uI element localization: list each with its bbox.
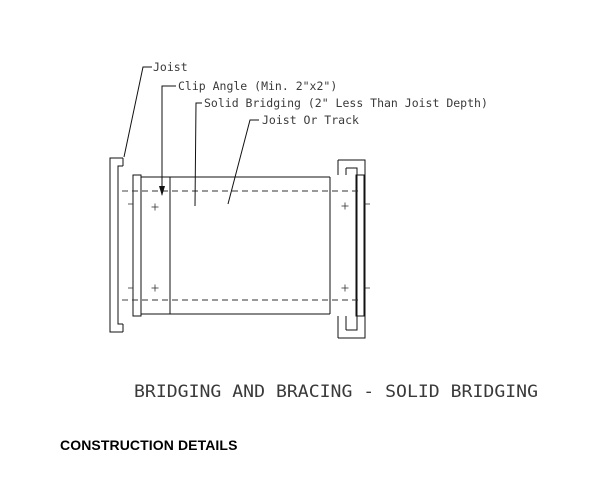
joist-or-track-leader (227, 119, 259, 205)
label-solid-bridging: Solid Bridging (2" Less Than Joist Depth… (204, 96, 488, 110)
left-joist-profile (109, 157, 124, 333)
solid-bridging-leader (194, 102, 202, 207)
fastener-marks (151, 202, 349, 292)
joist-leader (123, 66, 152, 158)
screw-mark (151, 203, 159, 211)
footer-caption: CONSTRUCTION DETAILS (60, 437, 238, 453)
clip-angle-leader (161, 85, 176, 195)
leader-lines (123, 66, 259, 207)
solid-bridging-block (141, 176, 331, 315)
label-joist-or-track: Joist Or Track (262, 113, 359, 127)
screw-mark (341, 202, 349, 210)
drawing-title: BRIDGING AND BRACING - SOLID BRIDGING (134, 382, 538, 401)
label-joist: Joist (153, 60, 188, 74)
label-clip-angle: Clip Angle (Min. 2"x2") (178, 79, 337, 93)
clip-angle-arrow (159, 186, 165, 196)
right-track-profile (337, 159, 366, 339)
left-clip-angle (128, 174, 142, 317)
screw-mark (151, 284, 159, 292)
right-clip-angle (355, 174, 370, 317)
screw-mark (341, 284, 349, 292)
